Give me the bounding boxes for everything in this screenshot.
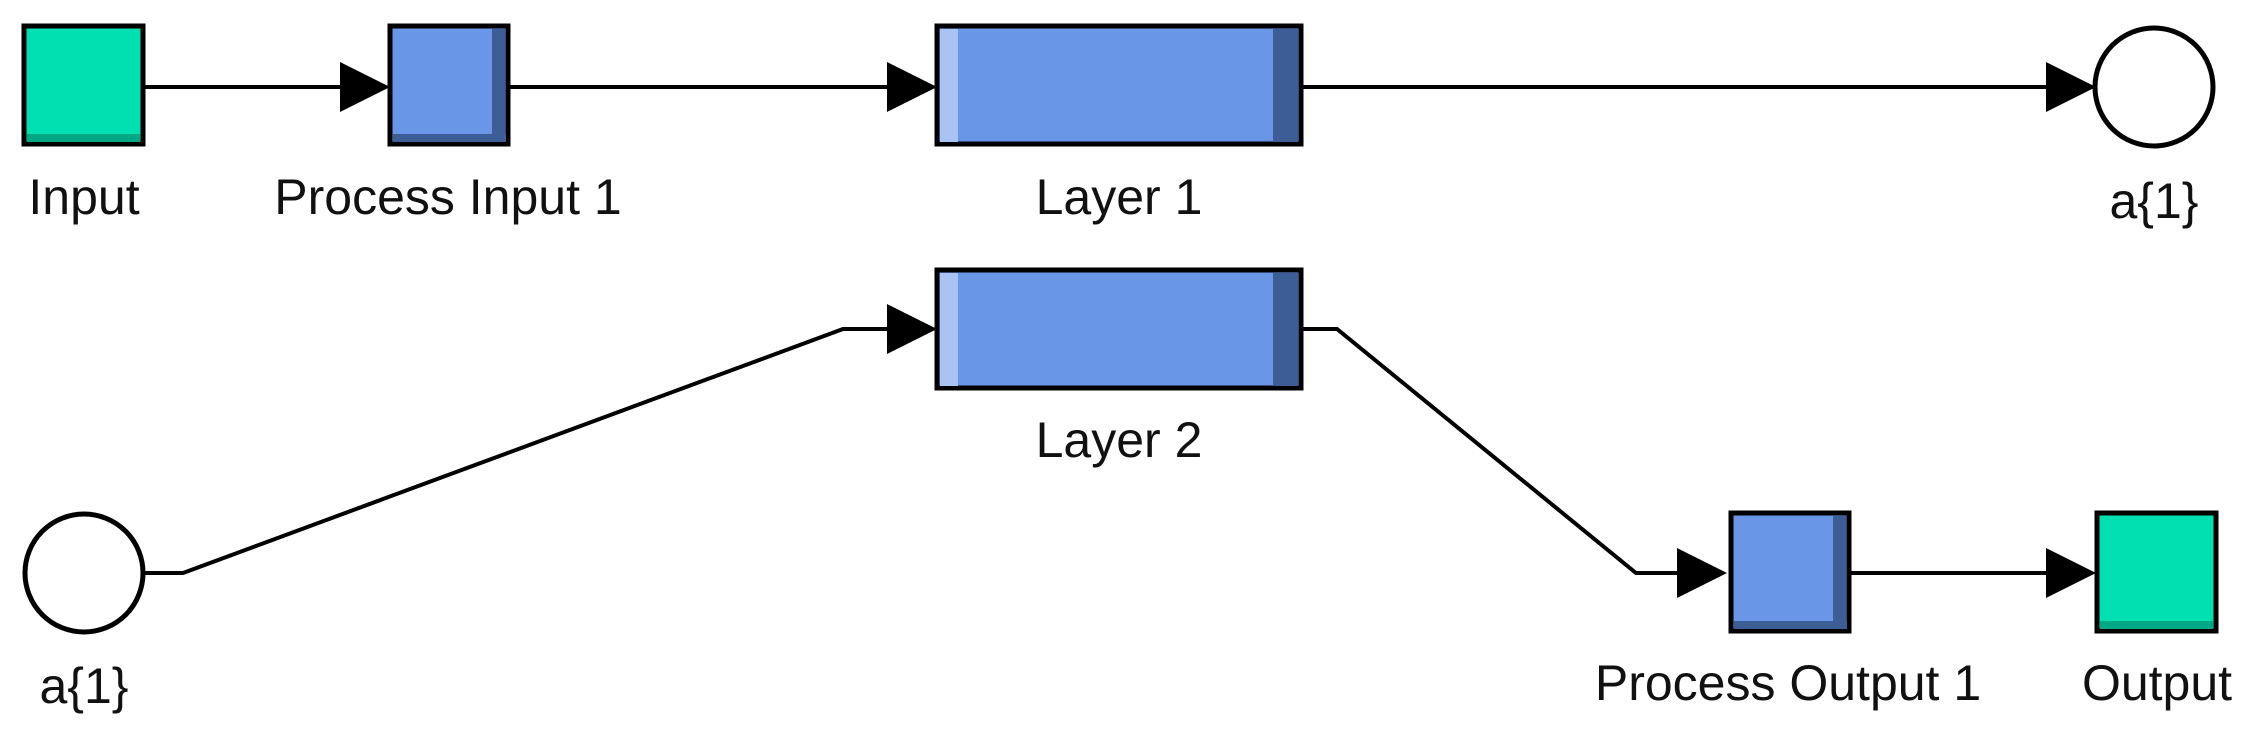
wire-input-port-to-layer-2: [143, 327, 897, 575]
arrowhead-process-output: [1677, 548, 1727, 598]
output-port-label: a{1}: [2109, 173, 2198, 229]
process-output-label: Process Output 1: [1595, 655, 1981, 711]
output-port-a1[interactable]: a{1}: [2092, 25, 2216, 229]
arrowhead-output: [2046, 548, 2096, 598]
arrowhead-output-port: [2046, 62, 2096, 112]
layer-1-block[interactable]: Layer 1: [934, 23, 1304, 225]
process-input-label: Process Input 1: [274, 169, 621, 225]
connections: [143, 62, 2096, 598]
process-input-block[interactable]: Process Input 1: [274, 23, 622, 225]
arrowhead-layer-1: [887, 62, 937, 112]
input-port-a1[interactable]: a{1}: [22, 511, 146, 714]
input-block[interactable]: Input: [21, 23, 146, 225]
layer-2-block[interactable]: Layer 2: [934, 267, 1304, 468]
output-block[interactable]: Output: [2082, 510, 2232, 711]
input-label: Input: [28, 169, 139, 225]
output-label: Output: [2082, 655, 2232, 711]
arrowhead-process-input: [340, 62, 390, 112]
layer-1-label: Layer 1: [1036, 169, 1203, 225]
layer-2-label: Layer 2: [1036, 412, 1203, 468]
input-port-label: a{1}: [39, 658, 128, 714]
wire-layer-2-to-process-output: [1301, 327, 1687, 575]
process-output-block[interactable]: Process Output 1: [1595, 510, 1981, 711]
arrowhead-layer-2: [887, 304, 937, 354]
